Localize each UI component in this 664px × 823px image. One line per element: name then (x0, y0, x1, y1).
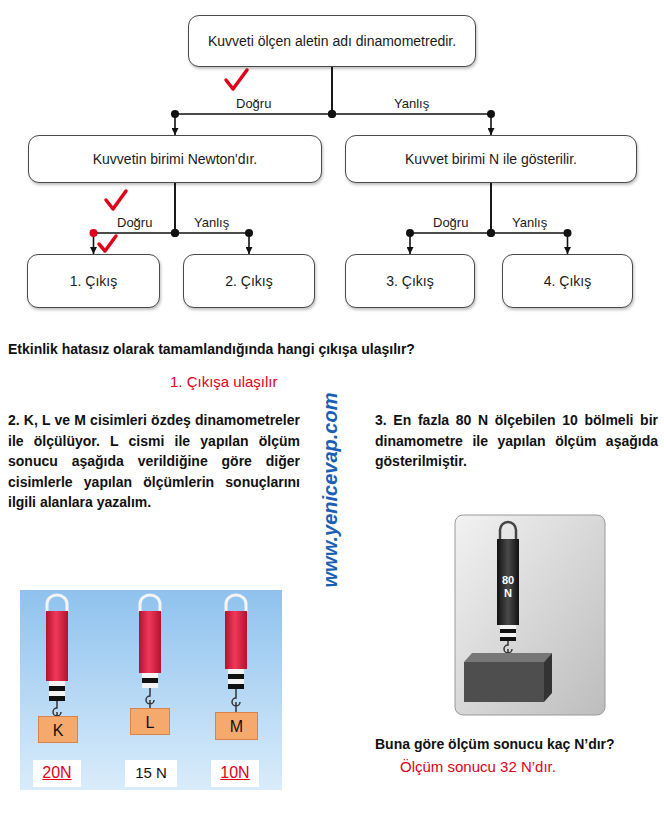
question-text: 3. En fazla 80 N ölçebilen 10 bölmeli bi… (375, 410, 658, 472)
junction-dot (328, 110, 336, 118)
watermark: www.yenicevap.com (318, 375, 342, 605)
node-text: 3. Çıkış (386, 272, 433, 290)
picture-panel (455, 515, 605, 715)
dynamometer (497, 522, 519, 653)
object-label: L (130, 708, 170, 735)
node-text: 1. Çıkış (70, 272, 117, 290)
check-mark (99, 236, 116, 251)
picture-panel (20, 590, 282, 790)
exit-box: 2. Çıkış (183, 254, 315, 308)
flow-connector (175, 183, 249, 254)
edge-label: Yanlış (192, 215, 231, 230)
node-text: Kuvveti ölçen aletin adı dinamometredir. (208, 32, 456, 50)
answer-slot (211, 760, 259, 787)
scale-label: 80 N (497, 574, 519, 600)
answer-slot (125, 760, 177, 787)
node-text: 2. Çıkış (225, 272, 272, 290)
answer-value: 10N (211, 762, 259, 784)
edge-label: Yanlış (392, 96, 431, 111)
answer-slot (33, 760, 81, 787)
dynamometer (225, 595, 247, 712)
check-mark (226, 70, 247, 89)
junction-dot (171, 110, 179, 118)
object-label: K (38, 716, 78, 743)
junction-dot (487, 229, 495, 237)
edge-label: Yanlış (510, 215, 549, 230)
junction-dot (171, 229, 179, 237)
question-text: Buna göre ölçüm sonucu kaç N’dır? (375, 735, 660, 753)
flow-connector (332, 67, 491, 135)
flow-connector (94, 183, 176, 254)
answer-text: 1. Çıkışa ulaşılır (170, 372, 330, 391)
question-text: 2. K, L ve M cisimleri özdeş dinamometre… (8, 410, 300, 513)
node-text: Kuvvetin birimi Newton'dır. (93, 150, 258, 168)
answer-value: 20N (33, 762, 81, 784)
junction-dot (406, 229, 414, 237)
junction-dot (328, 110, 336, 118)
dynamometer (139, 595, 161, 708)
junction-dot (245, 229, 253, 237)
check-mark (106, 191, 126, 209)
exit-box: 1. Çıkış (27, 254, 160, 308)
node-text: 4. Çıkış (544, 272, 591, 290)
dynamometer (46, 595, 68, 716)
junction-dot (564, 229, 572, 237)
flow-connector (175, 67, 332, 135)
exit-box: 4. Çıkış (502, 254, 633, 308)
junction-dot (171, 229, 179, 237)
junction-dot (90, 229, 98, 237)
weight-block (464, 653, 552, 702)
node-text: Kuvvet birimi N ile gösterilir. (405, 150, 577, 168)
question-box: Kuvvet birimi N ile gösterilir. (345, 135, 637, 183)
flow-connector (491, 183, 568, 254)
exit-box: 3. Çıkış (345, 254, 475, 308)
junction-dot (487, 229, 495, 237)
edge-label: Doğru (234, 96, 273, 111)
edge-label: Doğru (431, 215, 470, 230)
answer-text: Ölçüm sonucu 32 N’dır. (400, 757, 660, 776)
junction-dot (487, 110, 495, 118)
given-value: 15 N (125, 762, 177, 784)
question-text: Etkinlik hatasız olarak tamamlandığında … (8, 340, 628, 358)
flow-connector (410, 183, 491, 254)
question-box: Kuvvetin birimi Newton'dır. (28, 135, 322, 183)
question-box: Kuvveti ölçen aletin adı dinamometredir. (188, 15, 476, 67)
object-label: M (215, 712, 258, 740)
edge-label: Doğru (115, 215, 154, 230)
